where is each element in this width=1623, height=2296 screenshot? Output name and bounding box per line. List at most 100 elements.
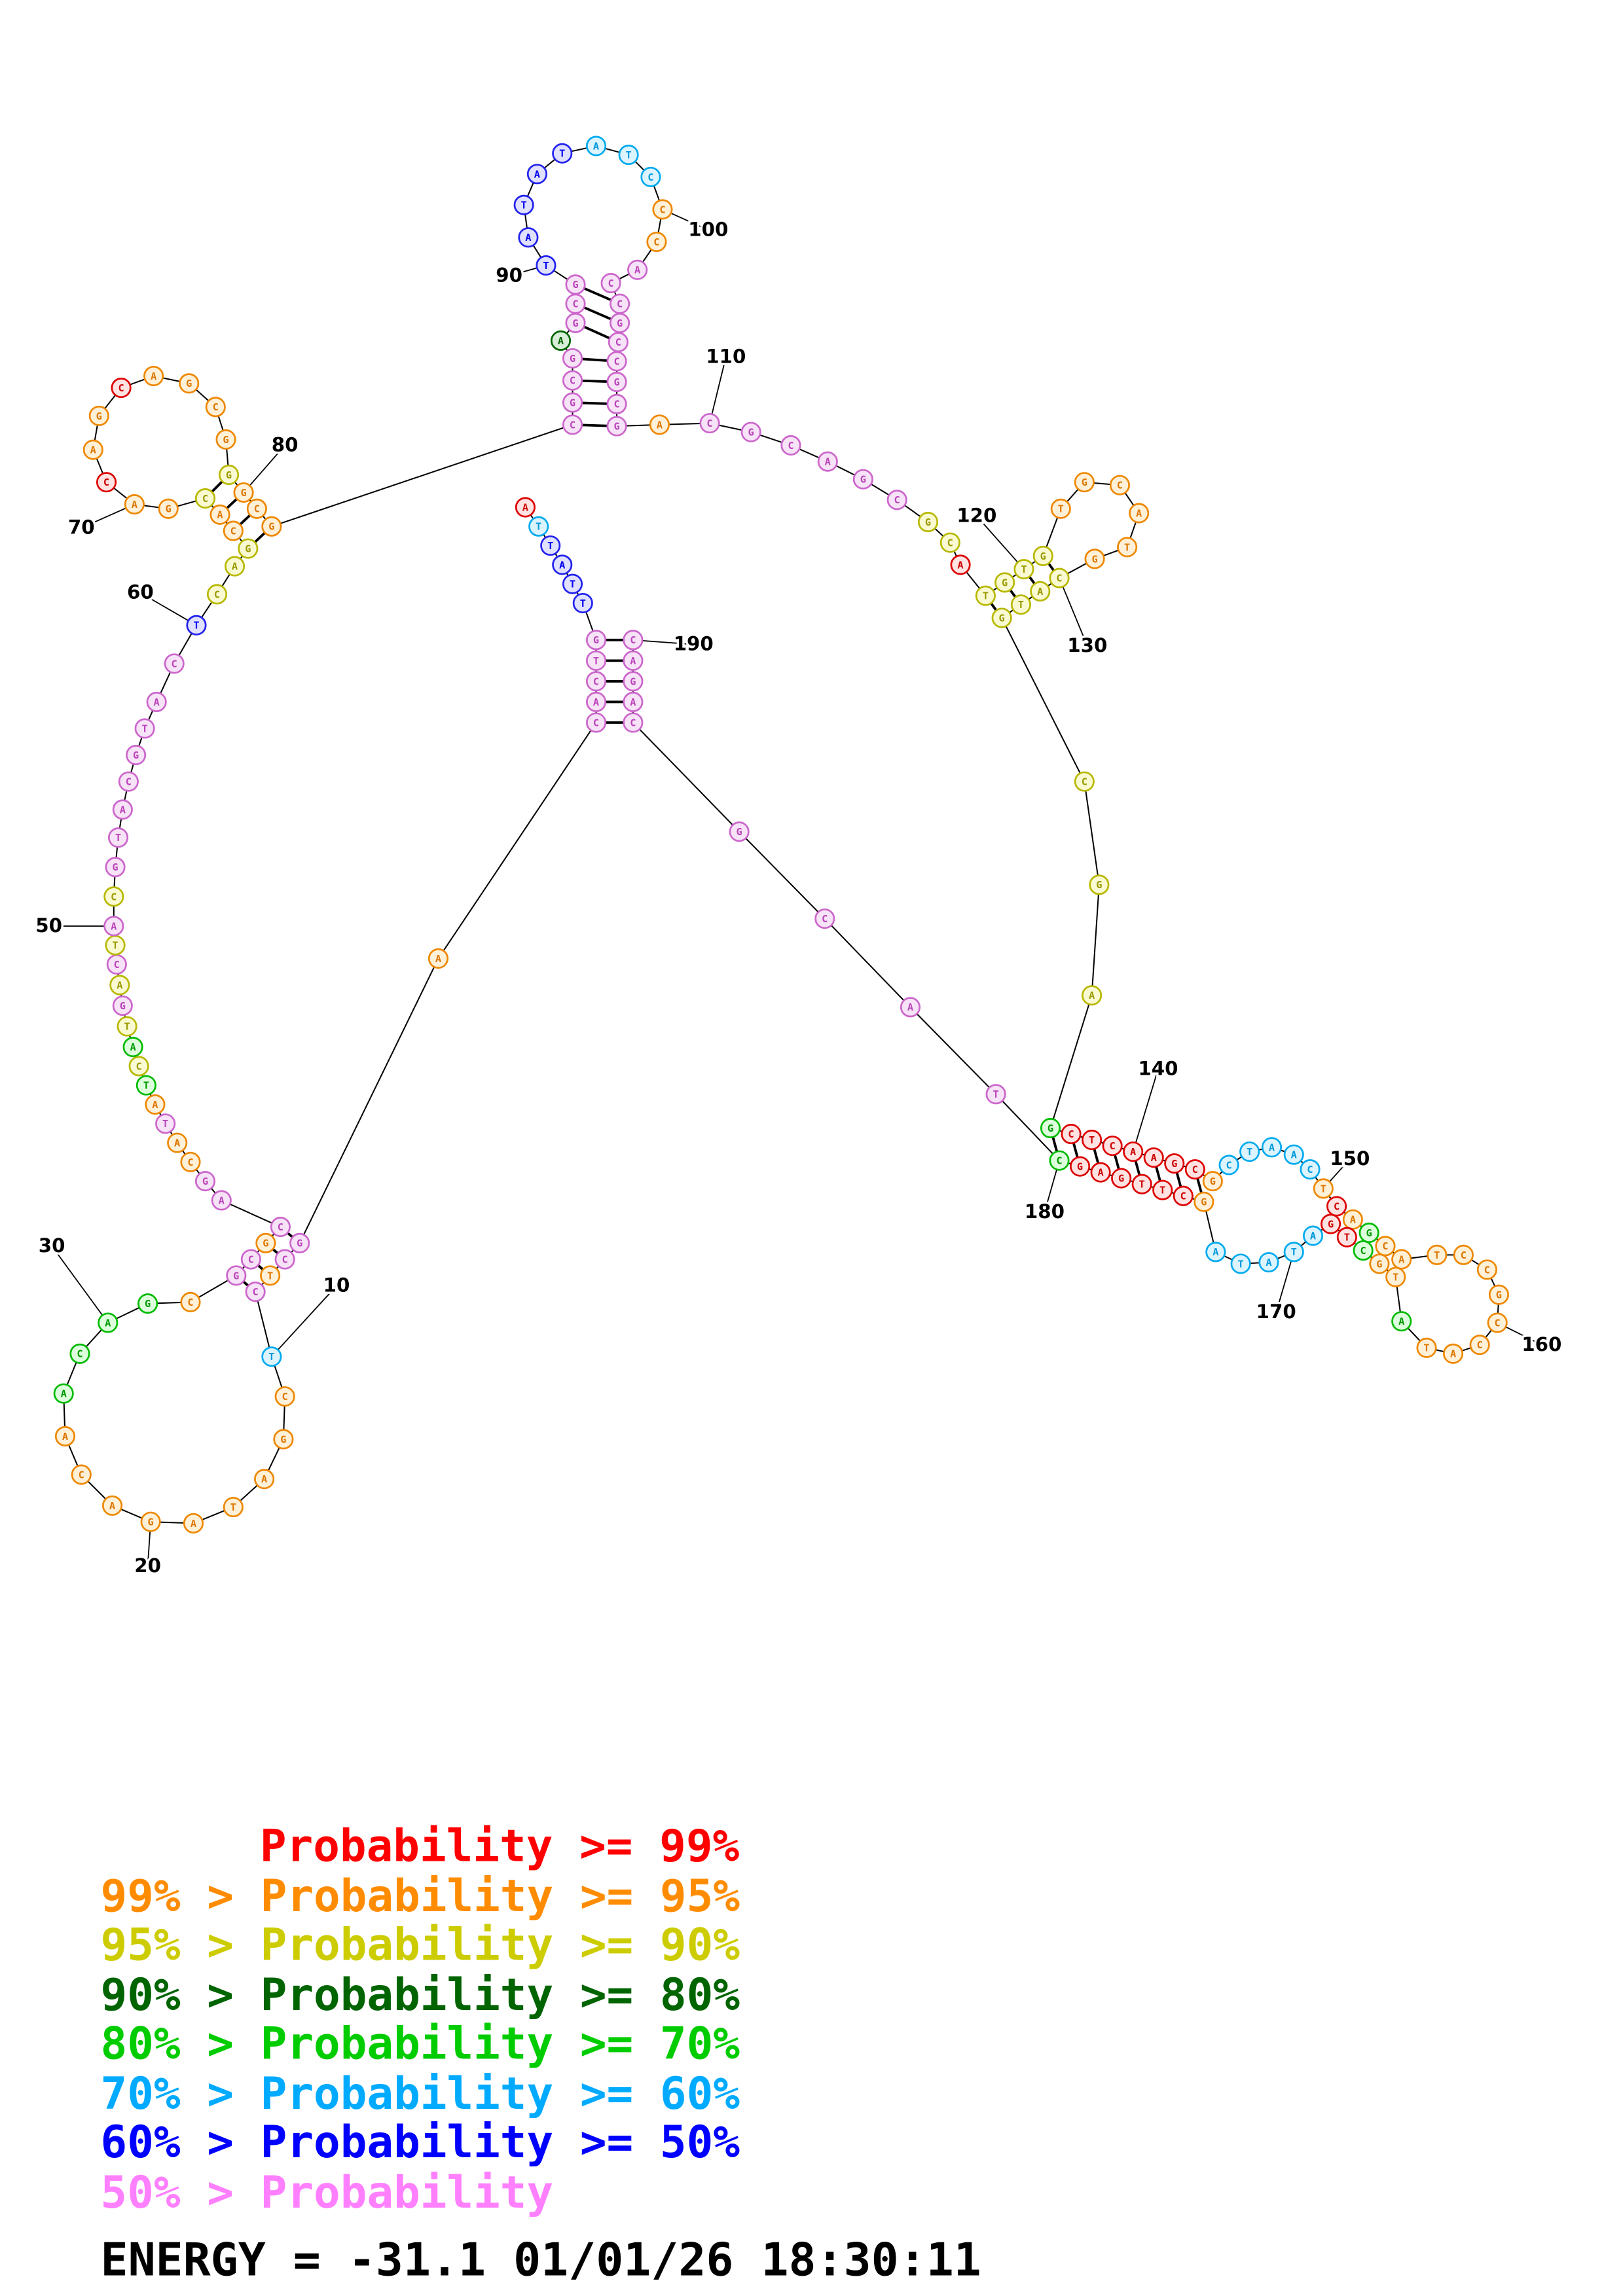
nucleotide-50 — [103, 916, 124, 937]
base-letter: A — [558, 335, 564, 347]
nucleotide-37 — [194, 1171, 216, 1192]
base-letter: A — [111, 920, 117, 932]
base-letter: A — [593, 696, 599, 708]
base-letter: C — [111, 891, 117, 903]
nucleotide-61 — [206, 584, 228, 605]
nucleotide-137 — [1082, 1130, 1103, 1151]
base-letter: A — [261, 1473, 267, 1485]
base-letter: G — [617, 317, 623, 329]
base-letter: G — [925, 516, 931, 528]
probability-legend: Probability >= 99% 99% > Probability >= … — [101, 1820, 981, 2286]
nucleotide-141 — [1164, 1153, 1185, 1174]
nucleotide-58 — [146, 691, 167, 712]
legend-item-5: 70% > Probability >= 60% — [101, 2068, 740, 2119]
nucleotide-65 — [210, 504, 230, 525]
nucleotide-122 — [1050, 498, 1071, 519]
nucleotide-188 — [623, 671, 644, 692]
nucleotide-128 — [1049, 567, 1070, 588]
base-letter: G — [1201, 1196, 1207, 1208]
base-letter: G — [1171, 1158, 1177, 1170]
nucleotide-190 — [623, 630, 644, 651]
base-letter: C — [1192, 1164, 1198, 1175]
base-letter: C — [1495, 1317, 1501, 1329]
base-letter: A — [174, 1138, 180, 1149]
nucleotide-26 — [54, 1426, 76, 1447]
label-leader-line — [139, 592, 197, 626]
base-letter: A — [1037, 586, 1043, 598]
base-letter: A — [232, 561, 238, 573]
base-letter: C — [613, 355, 619, 367]
nucleotide-57 — [134, 718, 155, 739]
position-label-20: 20 — [134, 1554, 161, 1577]
nucleotide-136 — [1061, 1124, 1082, 1145]
nucleotide-150 — [1326, 1196, 1347, 1217]
nucleotide-35 — [270, 1216, 291, 1238]
nucleotide-98 — [646, 231, 667, 253]
base-letter: A — [634, 264, 640, 276]
nucleotide-34 — [255, 1232, 276, 1253]
position-label-50: 50 — [35, 914, 62, 937]
base-letter: G — [186, 378, 192, 389]
nucleotide-109 — [699, 413, 720, 434]
base-letter: A — [62, 1431, 68, 1443]
nucleotide-81 — [562, 414, 583, 435]
nucleotide-30 — [137, 1293, 158, 1314]
base-letter: G — [1091, 553, 1097, 565]
nucleotide-125 — [1129, 503, 1150, 524]
base-letter: T — [1321, 1183, 1326, 1194]
nucleotide-28 — [69, 1343, 90, 1364]
nucleotide-153 — [1375, 1236, 1396, 1257]
nucleotide-118 — [975, 585, 996, 606]
base-letter: A — [1266, 1257, 1271, 1268]
nucleotide-179 — [1090, 1162, 1111, 1183]
base-letter: G — [1048, 1122, 1053, 1134]
nucleotide-97 — [652, 199, 673, 220]
base-letter: C — [248, 1254, 254, 1266]
base-letter: A — [825, 456, 831, 468]
base-letter: T — [1124, 541, 1130, 553]
base-letter: A — [1097, 1167, 1103, 1179]
nucleotide-20 — [254, 1469, 275, 1490]
nucleotide-140 — [1143, 1147, 1164, 1168]
base-letter: A — [1398, 1254, 1404, 1266]
nucleotide-89 — [536, 255, 556, 276]
base-letter: A — [1269, 1141, 1275, 1153]
nucleotide-144 — [1218, 1155, 1239, 1175]
nucleotide-24 — [102, 1495, 123, 1516]
nucleotide-120 — [1013, 559, 1034, 580]
nucleotide-105 — [606, 371, 627, 393]
nucleotide-40 — [155, 1113, 176, 1134]
base-letter: C — [947, 537, 953, 549]
nucleotide-62 — [225, 556, 246, 577]
base-letter: C — [1056, 573, 1062, 584]
nucleotide-33 — [240, 1249, 261, 1270]
base-letter: G — [112, 861, 118, 873]
base-letter: A — [1136, 507, 1142, 519]
base-letter: T — [536, 521, 541, 533]
nucleotide-146 — [1261, 1137, 1282, 1158]
base-letter: C — [653, 236, 659, 248]
base-letter: T — [547, 540, 553, 552]
base-letter: C — [77, 1348, 82, 1360]
nucleotide-19 — [273, 1429, 294, 1450]
nucleotide-17 — [261, 1346, 282, 1367]
base-letter: T — [1434, 1249, 1440, 1261]
base-letter: C — [1382, 1240, 1388, 1252]
base-letter: G — [1002, 577, 1008, 588]
base-letter: C — [1360, 1245, 1366, 1257]
base-letter: C — [608, 278, 613, 289]
base-letter: G — [1082, 476, 1087, 488]
base-letter: T — [570, 579, 575, 590]
base-letter: C — [1082, 776, 1087, 788]
nucleotide-78 — [233, 482, 254, 503]
nucleotide-42 — [136, 1075, 156, 1096]
position-label-170: 170 — [1256, 1300, 1296, 1323]
nucleotide-145 — [1239, 1141, 1260, 1162]
nucleotide-60 — [186, 615, 207, 636]
backbone-bond — [1049, 995, 1093, 1128]
base-letter: C — [613, 399, 619, 410]
base-letter: G — [233, 1270, 239, 1282]
base-letter: G — [1040, 550, 1046, 562]
nucleotide-82 — [562, 392, 583, 413]
